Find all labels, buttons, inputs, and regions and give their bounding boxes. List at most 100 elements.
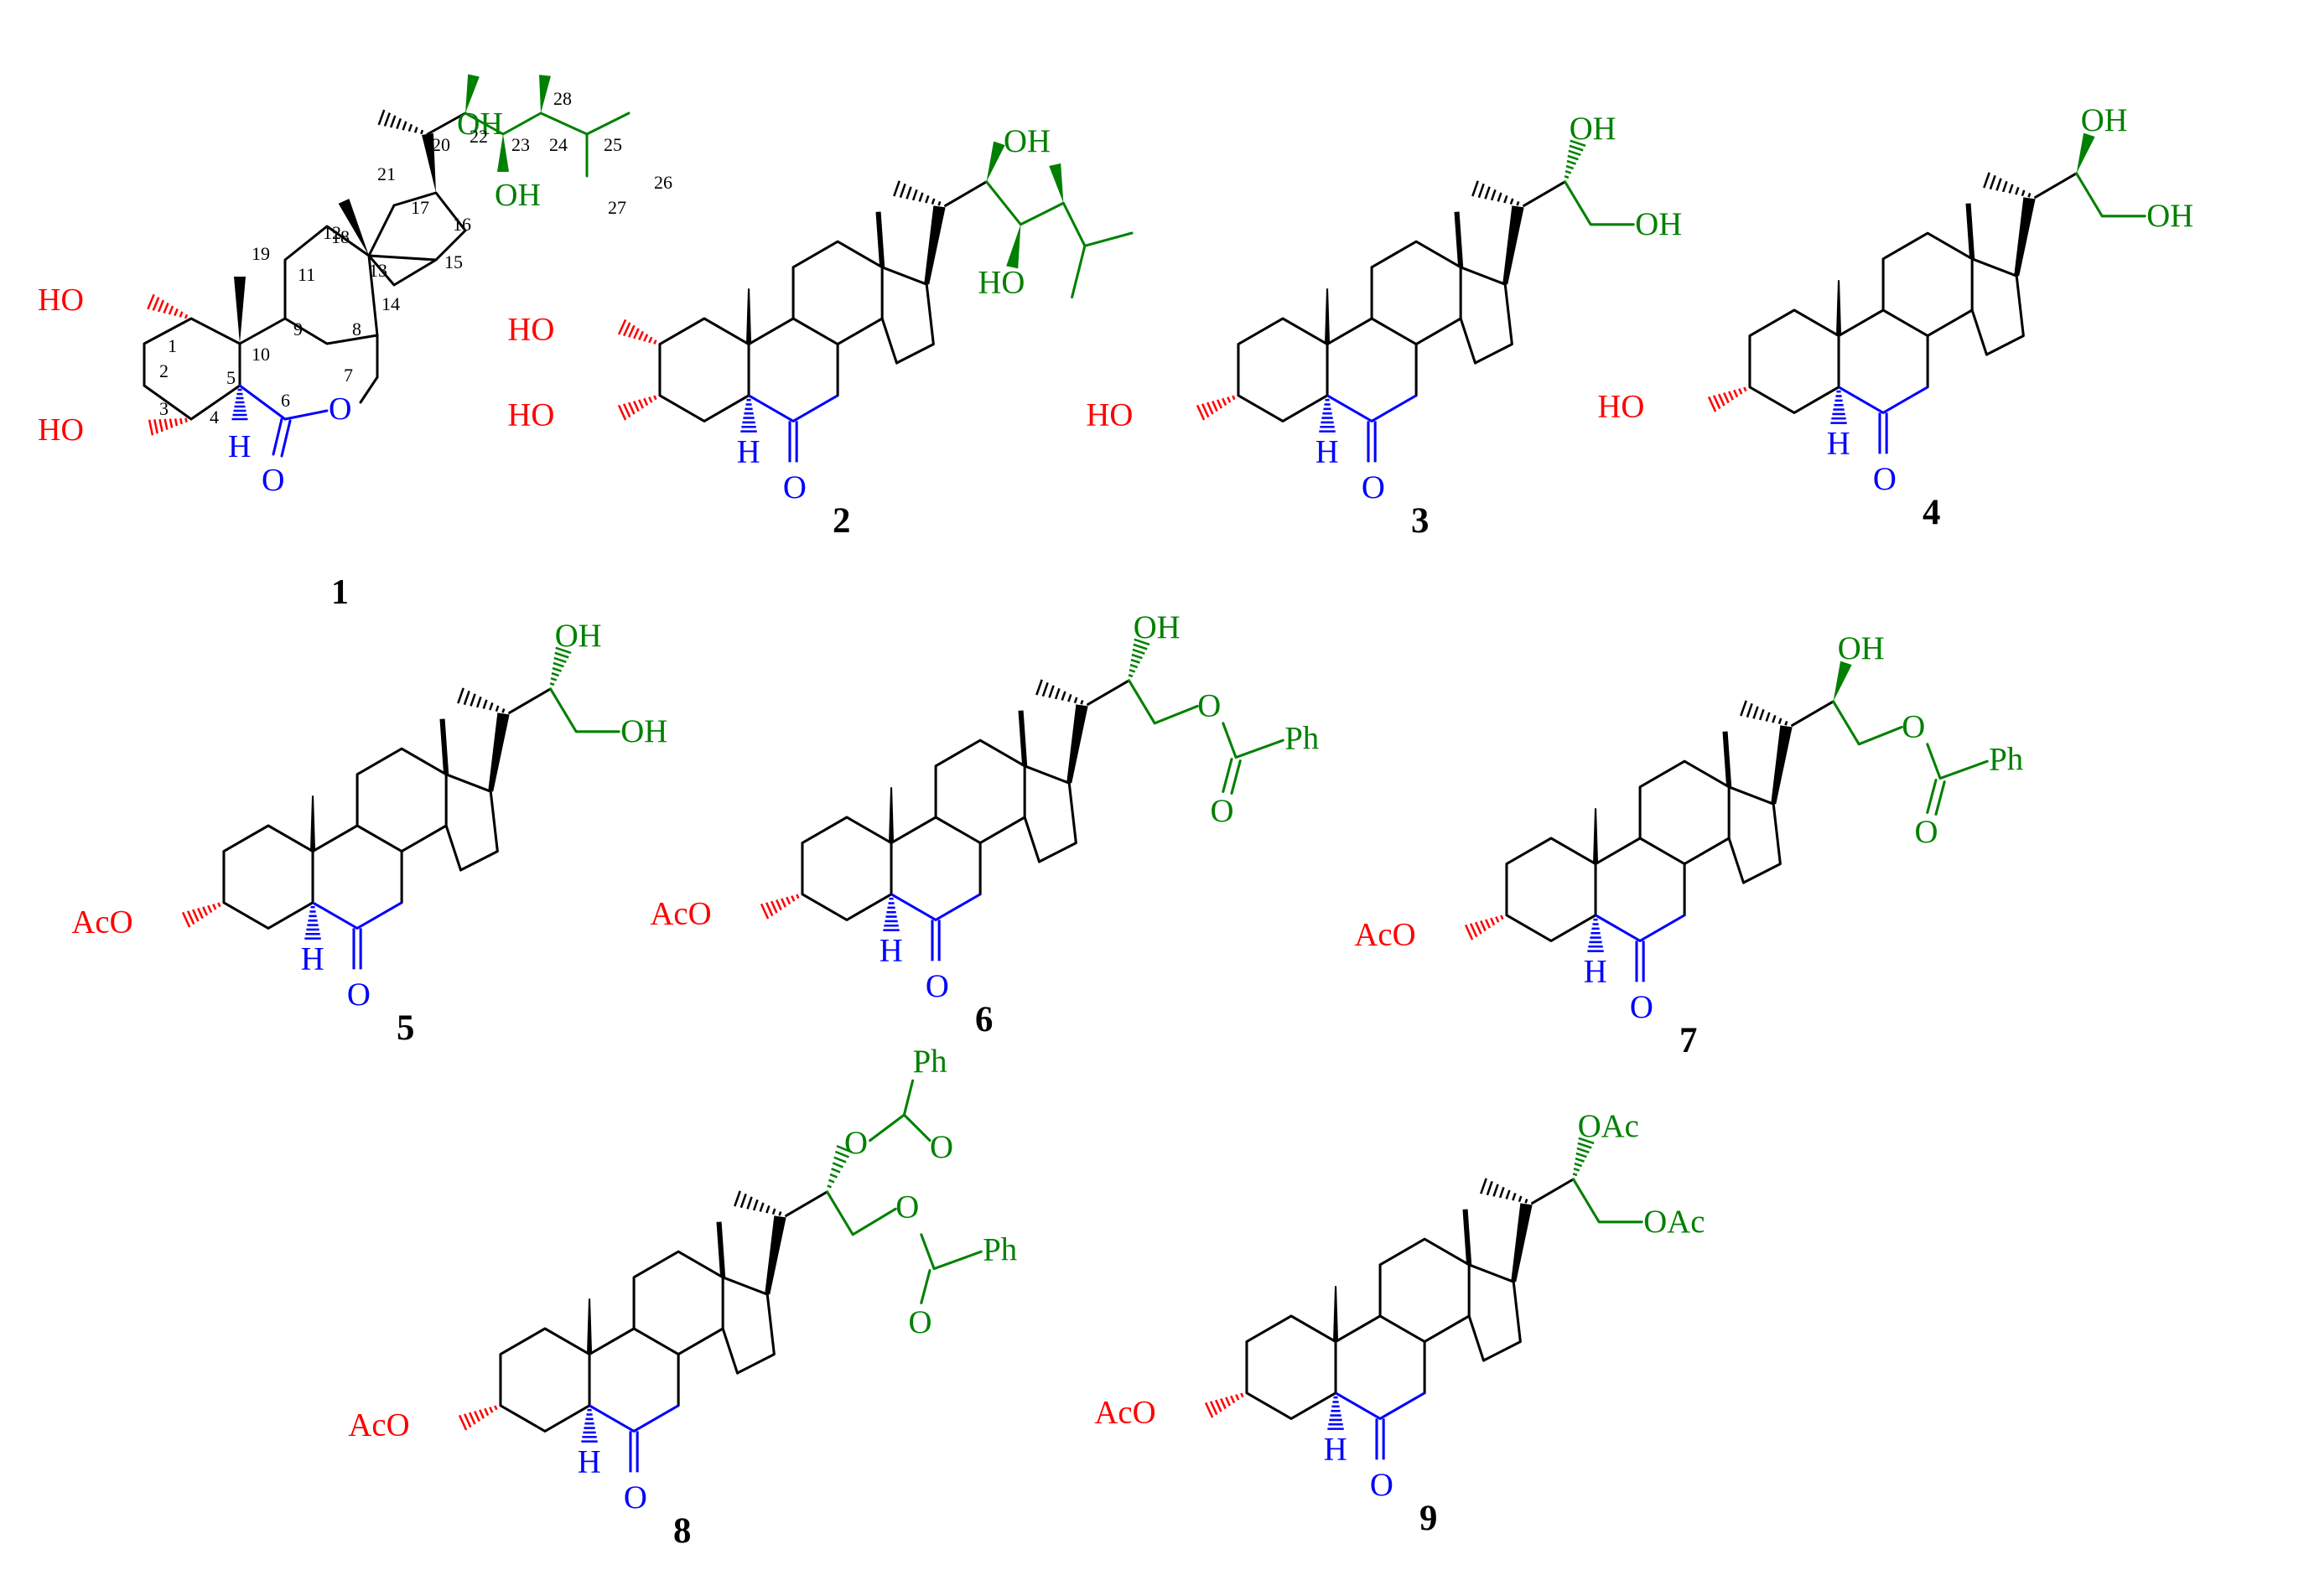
carbonyl-bond bbox=[1230, 759, 1242, 795]
ring-b-ketone bbox=[890, 893, 982, 962]
bond-c20-c22 bbox=[1531, 1178, 1575, 1205]
h5-hash-bond bbox=[581, 1408, 598, 1443]
ph-top-label: Ph bbox=[913, 1044, 947, 1080]
ring-c bbox=[283, 225, 379, 337]
ketone-o-label: O bbox=[347, 977, 371, 1013]
atom-number-7: 7 bbox=[344, 365, 353, 386]
bond-c25-c26 bbox=[1083, 231, 1134, 247]
steroid-skeleton bbox=[801, 702, 1090, 921]
bond-c13-c17 bbox=[367, 204, 396, 257]
ester-bond bbox=[1926, 743, 1989, 780]
c23-oh-wedge bbox=[497, 134, 509, 172]
c3-hash-bond bbox=[458, 1405, 498, 1431]
h5-label: H bbox=[578, 1443, 601, 1479]
bond-c20-c22 bbox=[1791, 700, 1835, 727]
c22-oh-wedge bbox=[986, 141, 1005, 182]
side-chain bbox=[464, 111, 589, 136]
bond-c20-c22 bbox=[785, 1190, 829, 1217]
ph-label: Ph bbox=[1284, 720, 1319, 756]
compound-number: 8 bbox=[673, 1511, 691, 1551]
c2-hash-bond bbox=[147, 293, 189, 319]
h5-label: H bbox=[1827, 425, 1850, 461]
atom-number-11: 11 bbox=[298, 264, 315, 285]
c3-hash-bond bbox=[1464, 915, 1504, 940]
c21-hash-bond bbox=[893, 180, 942, 206]
ketone-o-label: O bbox=[1370, 1467, 1393, 1503]
c3-hash-bond bbox=[148, 417, 188, 436]
ketone-o-label: O bbox=[624, 1479, 647, 1516]
c22-oh-wedge bbox=[1833, 661, 1852, 702]
steroid-skeleton bbox=[658, 204, 947, 422]
oh-end-label: OH bbox=[1635, 206, 1682, 242]
h5-label: H bbox=[301, 940, 324, 977]
ring-d bbox=[367, 191, 467, 262]
ring-b-ketone bbox=[1326, 394, 1418, 464]
aco-label: AcO bbox=[71, 904, 132, 940]
atom-number-21: 21 bbox=[377, 163, 396, 184]
c21-hash-bond bbox=[1983, 172, 2032, 198]
h5-label: H bbox=[1584, 953, 1607, 989]
bond-c20-c22 bbox=[944, 180, 989, 207]
c3-hash-bond bbox=[181, 902, 221, 928]
ester-o1-label: O bbox=[844, 1125, 868, 1161]
compound-number: 3 bbox=[1411, 501, 1429, 541]
c28-wedge bbox=[1049, 163, 1064, 204]
carbonyl-bond bbox=[280, 419, 292, 458]
ester-bond bbox=[1222, 722, 1284, 759]
atom-number-5: 5 bbox=[226, 367, 236, 388]
carbonyl-o-label: O bbox=[1915, 814, 1938, 850]
steroid-skeleton bbox=[1245, 1201, 1534, 1420]
c28-wedge bbox=[539, 75, 551, 113]
atom-number-6: 6 bbox=[281, 390, 290, 411]
ho-top-label: HO bbox=[38, 282, 84, 318]
ester1-bond bbox=[902, 1079, 915, 1117]
side-chain bbox=[1572, 1178, 1643, 1224]
h5-hash-bond bbox=[1587, 918, 1604, 952]
ho-top-label: HO bbox=[507, 312, 554, 348]
methyl-19-wedge bbox=[234, 277, 246, 344]
oh-top-label: OH bbox=[457, 106, 503, 142]
oh-top-label: OH bbox=[1838, 630, 1885, 666]
ketone-o-label: O bbox=[1873, 461, 1897, 497]
atom-number-23: 23 bbox=[511, 134, 530, 155]
bond-c20-c22 bbox=[426, 111, 467, 136]
bond-c20-c22 bbox=[1087, 679, 1131, 706]
oh-bottom-label: OH bbox=[495, 178, 541, 213]
bond-c25-c26 bbox=[585, 111, 630, 136]
steroid-skeleton bbox=[1505, 723, 1794, 942]
atom-number-27: 27 bbox=[608, 197, 626, 218]
ester-o-label: O bbox=[1902, 709, 1925, 745]
c3-hash-bond bbox=[1196, 395, 1236, 421]
atom-number-18: 18 bbox=[331, 226, 350, 247]
ho-label: HO bbox=[1597, 389, 1644, 425]
h5-label: H bbox=[1324, 1431, 1347, 1467]
ester-o2-label: O bbox=[895, 1189, 919, 1225]
compound-number: 5 bbox=[397, 1008, 414, 1048]
side-chain bbox=[1128, 679, 1199, 725]
bond-c6-o bbox=[283, 409, 329, 421]
atom-number-22: 22 bbox=[470, 126, 488, 147]
c22-oh-wedge bbox=[465, 74, 480, 113]
oh-top-label: OH bbox=[2081, 102, 2128, 138]
h5-label: H bbox=[1315, 433, 1339, 469]
c22-oh-wedge bbox=[2076, 132, 2095, 174]
compound-number: 9 bbox=[1419, 1499, 1437, 1538]
bond-o-c7 bbox=[359, 376, 379, 404]
ph-label: Ph bbox=[1989, 741, 2023, 777]
atom-number-12: 12 bbox=[323, 222, 341, 243]
lactone-o-label: O bbox=[329, 391, 351, 427]
bond-c20-c22 bbox=[508, 687, 553, 714]
compound-number: 7 bbox=[1679, 1021, 1697, 1060]
side-chain bbox=[549, 687, 620, 733]
side-chain bbox=[826, 1190, 897, 1236]
c3-hash-bond bbox=[617, 395, 657, 421]
ketone-o-label: O bbox=[1362, 469, 1385, 505]
atom-number-26: 26 bbox=[654, 172, 672, 193]
